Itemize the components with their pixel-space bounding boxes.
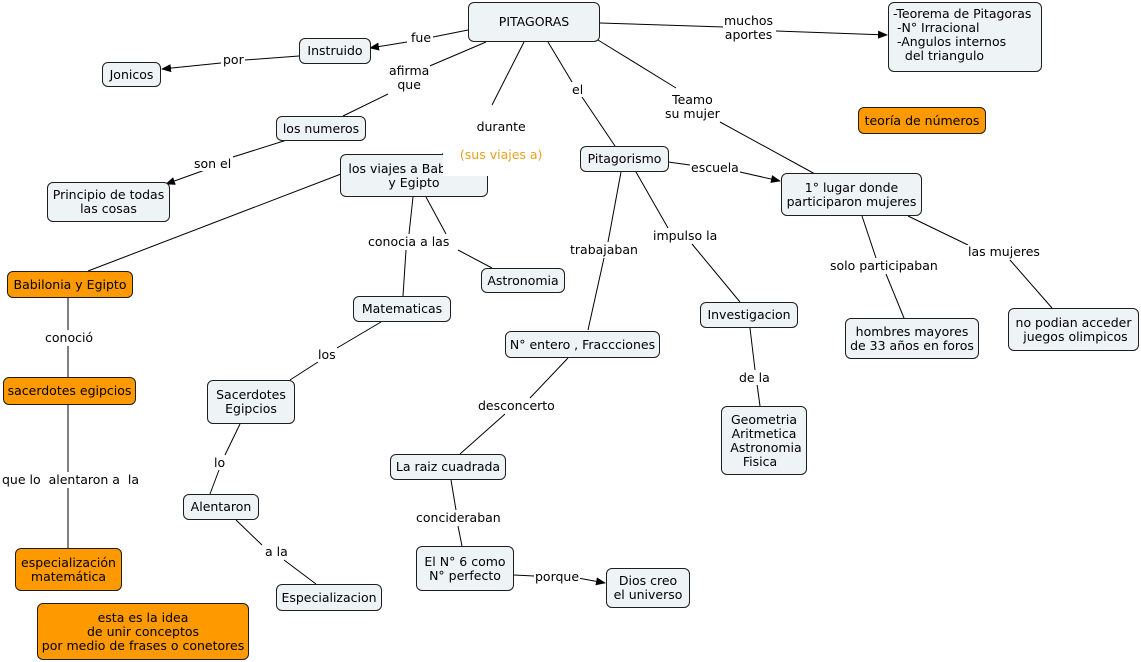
- node-los-numeros[interactable]: los numeros: [276, 116, 366, 141]
- link-de-la: de la: [738, 370, 771, 385]
- link-concideraban: concideraban: [415, 510, 502, 525]
- node-principio[interactable]: Principio de todas las cosas: [47, 182, 170, 222]
- node-raiz-cuadrada[interactable]: La raiz cuadrada: [390, 454, 506, 480]
- link-escuela: escuela: [690, 160, 740, 175]
- node-pitagorismo[interactable]: Pitagorismo: [580, 146, 669, 172]
- link-a-la: a la: [264, 544, 289, 559]
- node-especializacion[interactable]: Especializacion: [276, 584, 382, 611]
- node-teoria-numeros[interactable]: teoría de números: [858, 107, 986, 134]
- node-no-podian[interactable]: no podian acceder juegos olimpicos: [1008, 308, 1139, 351]
- link-afirma-que: afirma que: [388, 63, 431, 92]
- link-teamo-su-mujer: Teamo su mujer: [664, 92, 721, 121]
- node-hombres-mayores[interactable]: hombres mayores de 33 años en foros: [845, 318, 979, 359]
- link-lo: lo: [213, 455, 227, 470]
- node-babilonia-egipto[interactable]: Babilonia y Egipto: [7, 271, 133, 298]
- link-desconcerto: desconcerto: [477, 398, 556, 413]
- node-sacerdotes-egipcios-highlight[interactable]: sacerdotes egipcios: [3, 377, 136, 405]
- node-ciencias[interactable]: Geometria Aritmetica Astronomia Fisica: [721, 406, 807, 475]
- link-muchos-aportes: muchos aportes: [723, 13, 775, 42]
- node-sacerdotes-egipcios[interactable]: Sacerdotes Egipcios: [207, 380, 295, 424]
- node-idea-note[interactable]: esta es la idea de unir conceptos por me…: [37, 603, 249, 660]
- node-n-entero[interactable]: N° entero , Fraccciones: [505, 331, 660, 358]
- link-solo-participaban: solo participaban: [829, 258, 939, 273]
- link-porque: porque: [534, 569, 581, 584]
- node-matematicas[interactable]: Matematicas: [353, 296, 451, 322]
- node-primer-lugar[interactable]: 1° lugar donde participaron mujeres: [781, 173, 922, 216]
- link-son-el: son el: [193, 156, 233, 171]
- node-dios-creo[interactable]: Dios creo el universo: [606, 568, 690, 608]
- link-durante-paren: (sus viajes a): [459, 147, 543, 162]
- node-aportes[interactable]: -Teorema de Pitagoras -N° Irracional -An…: [888, 2, 1042, 72]
- link-durante-text: durante: [476, 119, 526, 134]
- node-jonicos[interactable]: Jonicos: [102, 62, 161, 87]
- link-fue: fue: [410, 30, 433, 45]
- link-conocia-a-las: conocia a las: [367, 234, 451, 249]
- link-trabajaban: trabajaban: [569, 242, 639, 257]
- link-por: por: [222, 52, 245, 67]
- node-alentaron[interactable]: Alentaron: [183, 494, 259, 520]
- link-el: el: [571, 82, 585, 97]
- node-instruido[interactable]: Instruido: [299, 38, 371, 64]
- link-impulso-la: impulso la: [652, 228, 719, 243]
- node-n6-perfecto[interactable]: El N° 6 como N° perfecto: [416, 546, 514, 591]
- link-las-mujeres: las mujeres: [967, 244, 1041, 259]
- link-durante: durante (sus viajes a): [443, 106, 544, 176]
- link-conocio: conoció: [44, 330, 95, 345]
- link-los: los: [317, 347, 337, 362]
- node-investigacion[interactable]: Investigacion: [700, 302, 798, 328]
- node-especializacion-matematica[interactable]: especialización matemática: [15, 548, 122, 591]
- link-que-lo-alentaron: que lo alentaron a la: [1, 472, 141, 487]
- node-astronomia[interactable]: Astronomia: [481, 268, 565, 293]
- node-pitagoras[interactable]: PITAGORAS: [468, 2, 600, 42]
